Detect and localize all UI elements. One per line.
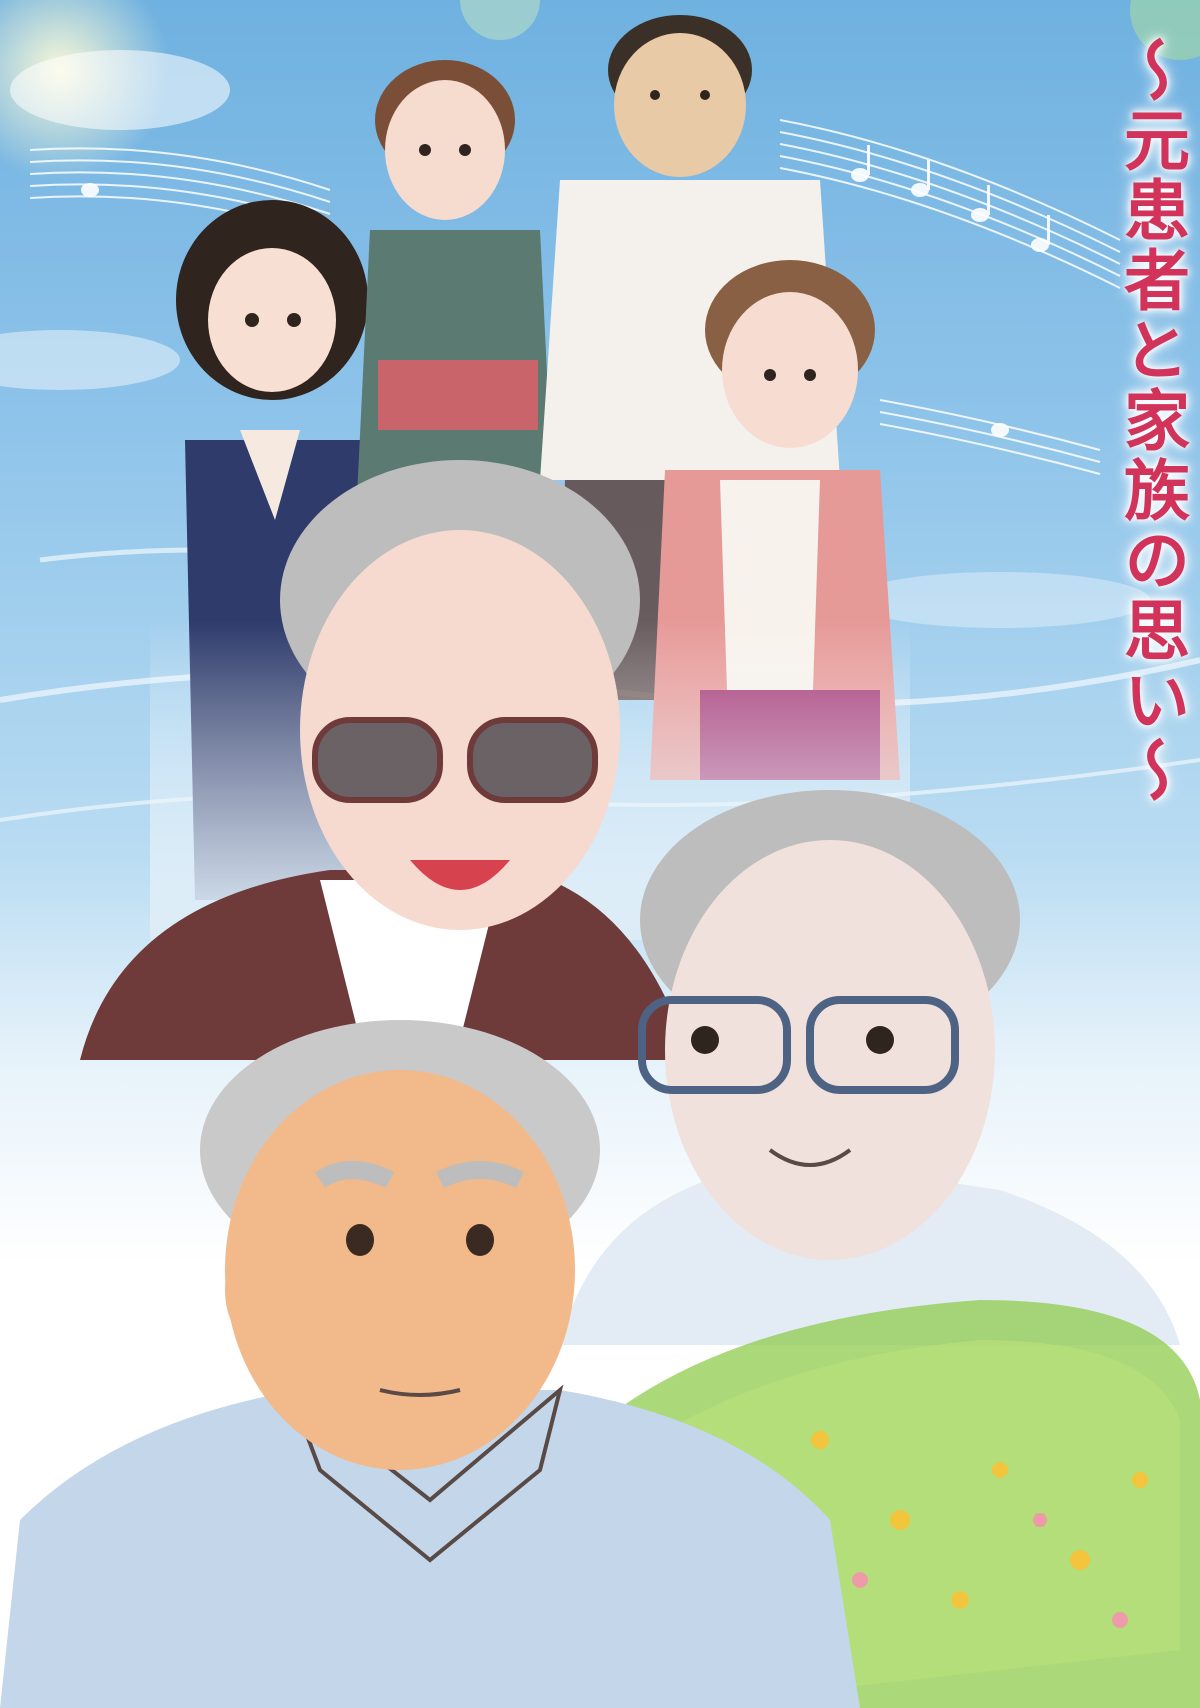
elder-man-sunglasses: [80, 460, 690, 1060]
elder-woman-glasses: [560, 790, 1180, 1345]
music-notes-icon: [29, 119, 1121, 475]
page-title: ～元患者と家族の思い～: [1113, 36, 1191, 806]
sky-clouds: [0, 0, 1200, 822]
music-note-heads: [81, 145, 1050, 437]
elder-man-front: [0, 1020, 860, 1708]
